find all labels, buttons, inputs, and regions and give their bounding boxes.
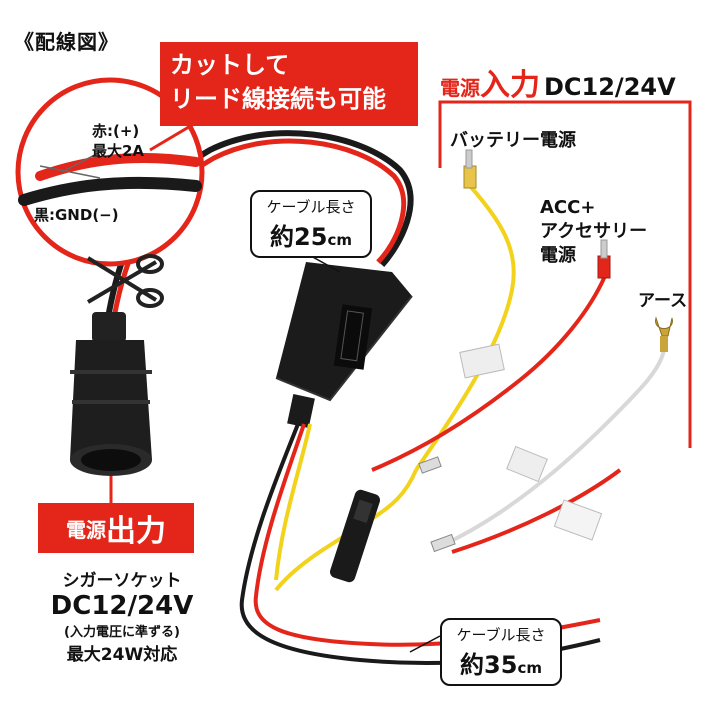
socket-max-watt: 最大24W対応 [66,645,178,665]
power-output-prefix: 電源 [66,517,106,542]
cigarette-socket [70,312,152,476]
earth-wire-white [435,349,666,550]
cut-callout: カットして リード線接続も可能 [160,42,418,126]
earth-fork-terminal [655,316,673,337]
acc-wire-tag [506,445,548,483]
acc-wire-red [371,275,607,472]
acc-label-line2: アクセサリー [540,221,648,242]
power-output-emph: 出力 [106,514,166,549]
earth-terminal-sleeve [660,336,668,352]
cable-top-unit: cm [327,231,352,249]
socket-note: (入力電圧に準ずる) [64,625,180,640]
acc-label-line1: ACC+ [540,197,596,218]
cut-wire-black [18,176,202,206]
cable-top-caption: ケーブル長さ [266,198,356,216]
cut-detail-circle [15,77,205,267]
callout-bottom-leader [409,635,441,653]
power-input-voltage: DC12/24V [544,73,676,101]
socket-spec: シガーソケット DC12/24V (入力電圧に準ずる) 最大24W対応 [42,566,202,665]
spade-connector-lower [430,533,456,553]
cable-bottom-caption: ケーブル長さ [456,626,546,644]
input-bracket [438,100,692,448]
cable-length-top-callout: ケーブル長さ 約25cm [250,190,372,258]
acc-label-line3: 電源 [540,245,576,266]
output-wire-red [253,423,601,647]
battery-label: バッテリー電源 [450,130,576,151]
cut-wire-red [35,152,201,181]
battery-wire-yellow [414,184,516,472]
battery-pin [465,149,473,169]
earth-wire-tag [553,499,603,541]
cable-bottom-value: 約35 [460,651,518,679]
battery-terminal [463,165,477,189]
red-label-leader [61,149,105,173]
battery-wire-tag [459,343,505,379]
output-wire-yellow [274,423,312,581]
diagram-title: 《配線図》 [14,30,119,54]
power-output-title: 電源出力 [38,503,194,553]
acc-label: ACC+ アクセサリー 電源 [540,196,647,268]
socket-voltage: DC12/24V [50,591,194,621]
cable-top-value: 約25 [270,223,328,251]
power-input-prefix: 電源 [440,76,480,100]
spade-connector-upper [418,456,442,474]
black-label-leader [39,165,101,179]
earth-label: アース [638,291,688,311]
cable-bottom-unit: cm [517,659,542,677]
converter-box [275,262,413,428]
black-wire-label: 黒:GND(−) [34,206,119,224]
power-input-emph: 入力 [480,68,540,103]
cable-length-bottom-callout: ケーブル長さ 約35cm [440,618,562,686]
cut-callout-line2: リード線接続も可能 [170,85,386,113]
acc-pin [600,239,608,259]
socket-name: シガーソケット [62,571,182,591]
earth-wire-red-lower [451,468,622,554]
red-wire-label: 赤:(+) [92,122,140,140]
scissors-icon [86,254,164,308]
fuse-holder [329,489,381,583]
max-current-label: 最大2A [92,142,145,160]
cut-callout-line1: カットして [170,51,290,79]
